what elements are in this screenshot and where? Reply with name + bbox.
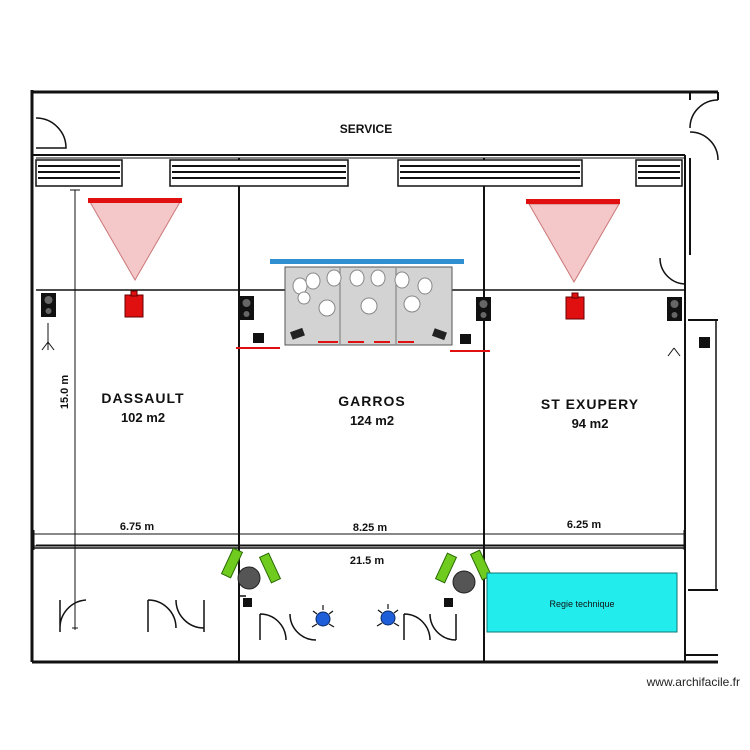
dimension-garros-width: 8.25 m (353, 522, 387, 534)
room-name-st-exupery: ST EXUPERY (541, 396, 639, 412)
camera-right (434, 549, 493, 594)
speaker-icon (253, 333, 264, 343)
speaker-icon (431, 328, 447, 341)
speaker-icon (41, 293, 56, 317)
spotlight-icon (311, 605, 335, 628)
camera-icon (258, 552, 282, 584)
door-swings (35, 99, 719, 641)
dimension-dassault-width: 6.75 m (120, 521, 154, 533)
room-area-garros: 124 m2 (350, 413, 394, 428)
speaker-icon (289, 327, 305, 340)
dimension-height: 15.0 m (59, 375, 71, 409)
speaker-icon (243, 598, 252, 607)
tripod-icon (667, 347, 681, 357)
truss-bar (270, 259, 464, 264)
speaker-icon (667, 297, 682, 321)
spotlight-icon (376, 604, 400, 627)
camera-icon (220, 547, 244, 579)
regie-technique-label: Regie technique (549, 599, 614, 609)
regie-technique-area (486, 572, 678, 633)
speaker-icon (444, 598, 453, 607)
speaker-icon (460, 334, 471, 344)
projector-icon (565, 296, 585, 320)
dimension-total-width: 21.5 m (350, 555, 384, 567)
projection-setup-dassault (88, 198, 182, 318)
speaker-icon (699, 337, 710, 348)
projection-screen (526, 199, 620, 204)
service-label: SERVICE (340, 122, 392, 136)
room-name-dassault: DASSAULT (101, 390, 184, 406)
camera-icon (452, 570, 476, 594)
room-area-dassault: 102 m2 (121, 410, 165, 425)
projector-icon (124, 294, 144, 318)
camera-icon (237, 566, 261, 590)
stage-garros (270, 259, 464, 346)
room-area-st-exupery: 94 m2 (572, 416, 609, 431)
camera-left (220, 547, 282, 590)
projection-screen (88, 198, 182, 203)
window-hatches (35, 159, 683, 187)
speaker-icon (239, 296, 254, 320)
tripod-icon (41, 323, 55, 351)
camera-icon (434, 552, 458, 584)
cable-runs (236, 347, 490, 352)
dimension-exupery-width: 6.25 m (567, 519, 601, 531)
wall-speakers (41, 293, 710, 607)
dimension-lines (33, 530, 685, 550)
projection-cone (528, 203, 620, 284)
projection-setup-st-exupery (526, 199, 620, 320)
watermark: www.archifacile.fr (646, 675, 740, 689)
room-name-garros: GARROS (338, 393, 405, 409)
projection-cone (89, 201, 181, 282)
speaker-icon (476, 297, 491, 321)
stage-chairs (292, 269, 433, 317)
